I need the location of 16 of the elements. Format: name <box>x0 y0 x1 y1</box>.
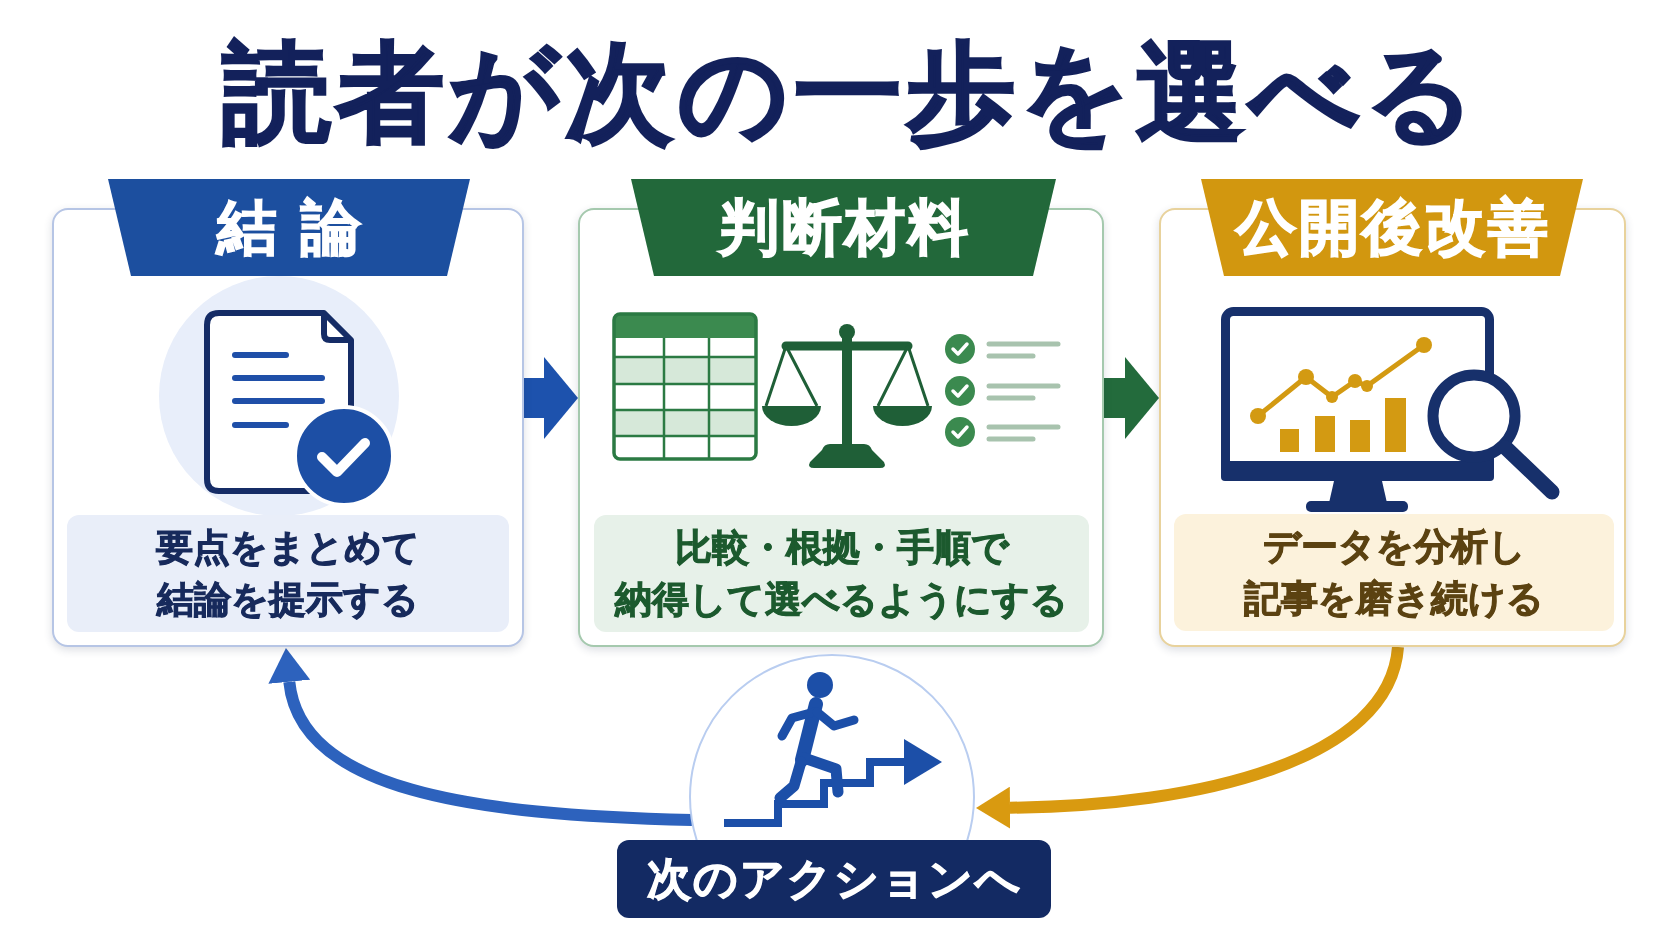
arrow <box>524 357 578 439</box>
heading-tab: 判断材料 <box>631 179 1056 276</box>
card <box>52 179 524 647</box>
arrow <box>268 648 693 826</box>
circle-outline <box>689 654 975 840</box>
arrow <box>1104 357 1159 439</box>
arrow <box>976 645 1404 829</box>
card <box>1159 179 1626 647</box>
title: 読者が次の一歩を選べる <box>223 29 1481 157</box>
card <box>578 179 1104 647</box>
description-panel: 要点をまとめて結論を提示する <box>67 515 509 632</box>
action-banner: 次のアクションへ <box>617 840 1051 918</box>
description-panel: 比較・根拠・手順で納得して選べるようにする <box>594 515 1089 632</box>
heading-tab: 公開後改善 <box>1201 179 1583 276</box>
heading-tab: 結論 <box>108 179 470 276</box>
description-panel: データを分析し記事を磨き続ける <box>1174 514 1614 631</box>
